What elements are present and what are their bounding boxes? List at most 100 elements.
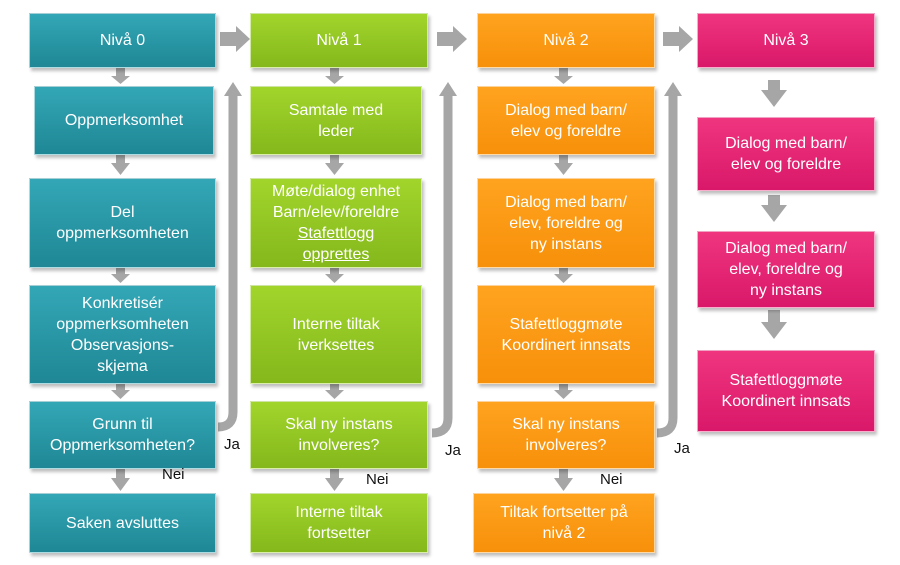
box-line: Stafettloggmøte (729, 372, 843, 389)
level-2-header: Nivå 2 (477, 13, 655, 68)
level-title: Nivå 3 (763, 32, 809, 49)
label-ja: Ja (224, 436, 240, 453)
arrow-down (325, 155, 344, 175)
step-oppmerksomhet: Oppmerksomhet (34, 86, 214, 155)
box-line: Dialog med barn/ (505, 193, 627, 211)
step-del-oppmerksomheten: Del oppmerksomheten (29, 178, 216, 268)
arrow-down (554, 155, 573, 175)
box-line: Oppmerksomhet (64, 112, 184, 129)
box-line: ny instans (749, 282, 823, 299)
arrow-down (111, 469, 130, 491)
box-line: iverksettes (297, 336, 375, 354)
ja-arrow-line (656, 95, 678, 438)
decision-ny-instans-2: Skal ny instans involveres? (477, 401, 655, 469)
arrow-down (554, 268, 573, 283)
box-line: Del (110, 204, 135, 221)
box-line: elev, foreldre og (729, 261, 843, 278)
level-0-header: Nivå 0 (29, 13, 216, 68)
level-3-header: Nivå 3 (697, 13, 875, 68)
level-title: Nivå 2 (543, 32, 589, 49)
box-line: involveres? (298, 437, 380, 454)
level-1-header: Nivå 1 (250, 13, 428, 68)
box-line: Grunn til (92, 416, 153, 433)
arrow-down (554, 68, 573, 84)
box-line: Møte/dialog enhet (271, 183, 401, 200)
label-ja: Ja (445, 442, 461, 459)
arrow-down (554, 469, 573, 491)
arrow-up (224, 82, 242, 96)
box-line: Skal ny instans (512, 416, 620, 433)
arrow-down (325, 68, 344, 84)
box-line: elev og foreldre (510, 122, 622, 140)
box-line: elev og foreldre (730, 156, 842, 173)
arrow-down (111, 68, 130, 84)
step-n3-dialog-barn-foreldre: Dialog med barn/elev og foreldre (697, 117, 875, 191)
box-line: Tiltak fortsetter på (500, 504, 628, 521)
box-line: elev, foreldre og (509, 214, 623, 232)
arrow-down (761, 195, 787, 222)
box-line: Samtale med (288, 101, 384, 119)
box-line: Dialog med barn/ (505, 101, 627, 119)
arrow-up (439, 82, 457, 96)
step-dialog-ny-instans: Dialog med barn/elev, foreldre og ny inst… (477, 178, 655, 268)
box-line: Barn/elev/foreldre (272, 204, 400, 221)
box-line: Observasjons- (70, 336, 175, 354)
box-line: Dialog med barn/ (725, 135, 847, 152)
box-line: leder (318, 122, 354, 140)
arrow-down (325, 268, 344, 283)
box-line: opprettes (302, 246, 370, 263)
arrow-down (761, 310, 787, 339)
label-nei: Nei (600, 471, 623, 488)
box-line: fortsetter (307, 525, 371, 542)
box-line: Konkretisér (82, 294, 163, 312)
level-title: Nivå 0 (99, 32, 146, 49)
stafettlogg-link[interactable]: Stafettlogg (297, 225, 375, 242)
label-nei: Nei (366, 471, 389, 488)
box-line: Skal ny instans (285, 416, 393, 433)
arrow-up (664, 82, 682, 96)
arrow-down (325, 384, 344, 399)
box-line: ny instans (529, 235, 603, 253)
ja-arrow-line (431, 95, 453, 438)
step-interne-tiltak: Interne tiltak iverksettes (250, 285, 422, 384)
box-line: Koordinert innsats (501, 336, 631, 354)
arrow-right (663, 26, 693, 52)
box-line: Dialog med barn/ (725, 240, 847, 257)
arrow-down (325, 469, 344, 491)
arrow-right (220, 26, 250, 52)
step-saken-avsluttes: Saken avsluttes (29, 493, 216, 553)
decision-ny-instans-1: Skal ny instans involveres? (250, 401, 428, 469)
box-line: Interne tiltak (295, 504, 383, 521)
arrow-down (761, 80, 787, 107)
box-line: Oppmerksomheten? (50, 437, 195, 454)
arrow-down (111, 384, 130, 399)
arrow-down (111, 155, 130, 175)
box-line: oppmerksomheten (56, 225, 189, 242)
box-line: Interne tiltak (292, 315, 380, 333)
box-line: involveres? (525, 437, 607, 454)
label-ja: Ja (674, 440, 690, 457)
arrow-down (554, 384, 573, 399)
step-n3-dialog-ny-instans: Dialog med barn/elev, foreldre og ny inst… (697, 231, 875, 308)
level-title: Nivå 1 (316, 32, 362, 49)
arrow-down (111, 268, 130, 283)
box-line: Saken avsluttes (66, 514, 179, 532)
step-dialog-barn-foreldre: Dialog med barn/elev og foreldre (477, 86, 655, 155)
box-line: oppmerksomheten (56, 315, 189, 333)
label-nei: Nei (162, 466, 185, 483)
arrow-right (437, 26, 467, 52)
step-tiltak-fortsetter-niva-2: Tiltak fortsetter på nivå 2 (473, 493, 655, 553)
step-samtale-med-leder: Samtale med leder (250, 86, 422, 155)
box-line: skjema (97, 357, 148, 375)
box-line: nivå 2 (542, 525, 586, 542)
box-line: Koordinert innsats (721, 393, 851, 410)
step-interne-tiltak-fortsetter: Interne tiltak fortsetter (250, 493, 428, 553)
box-line: Stafettloggmøte (509, 315, 623, 333)
ja-arrow-line (217, 95, 238, 432)
